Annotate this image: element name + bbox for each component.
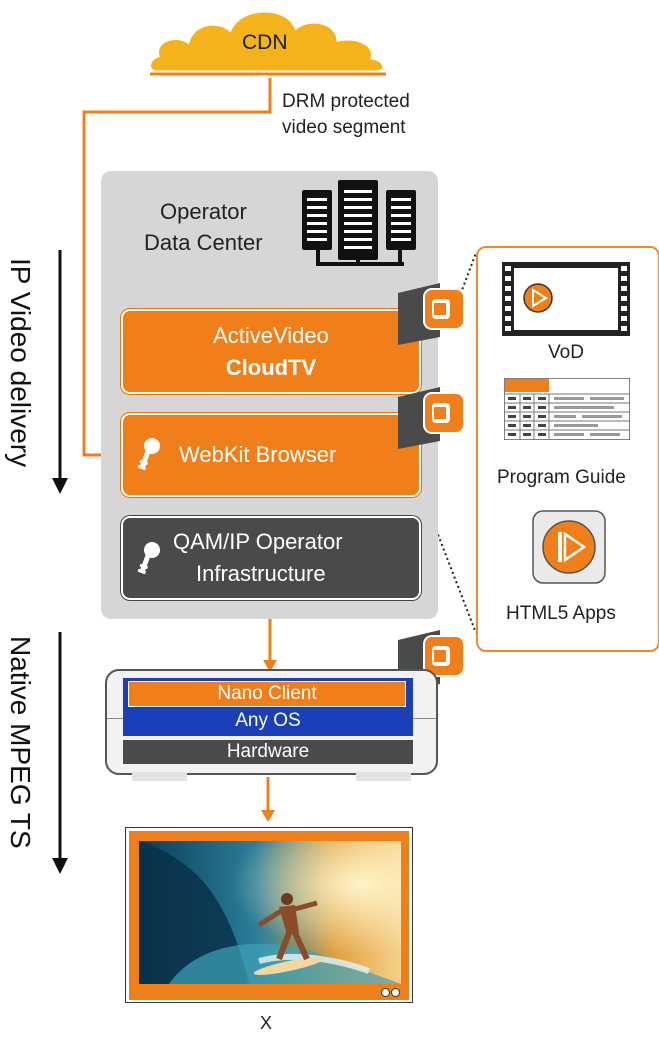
vod-label: VoD — [548, 342, 584, 363]
activevideo-label: ActiveVideo — [213, 323, 329, 348]
server-rack-icon — [302, 180, 416, 266]
program-guide-icon — [504, 378, 630, 440]
set-top-box-foot-right — [356, 772, 411, 781]
html5-app-icon — [532, 510, 606, 584]
qam-label-line1: QAM/IP Operator — [173, 529, 343, 554]
hardware-layer: Hardware — [123, 740, 413, 764]
cdn-cloud-icon — [148, 9, 386, 76]
tv-caption: X — [260, 1013, 273, 1033]
cloudtv-label: CloudTV — [225, 355, 317, 380]
nano-client-layer: Nano Client — [128, 681, 406, 707]
qam-label-line2: Infrastructure — [196, 561, 326, 586]
data-center-title-line1: Operator — [160, 199, 247, 224]
lock-connector-icon — [398, 283, 465, 345]
key-icon — [137, 438, 160, 471]
qam-infrastructure-box — [121, 516, 421, 600]
lock-connector-icon — [398, 387, 465, 449]
native-mpeg-ts-label: Native MPEG TS — [5, 636, 36, 849]
drm-label-line2: video segment — [282, 117, 406, 138]
cdn-label: CDN — [242, 31, 288, 54]
vod-film-icon — [502, 262, 630, 336]
tv-indicator-lights — [381, 988, 401, 997]
surfer-image — [139, 841, 401, 984]
program-guide-label: Program Guide — [497, 467, 626, 488]
ip-video-delivery-label: IP Video delivery — [5, 258, 36, 468]
set-top-box-foot-left — [132, 772, 187, 781]
any-os-label: Any OS — [235, 710, 301, 731]
drm-label-line1: DRM protected — [282, 91, 410, 112]
webkit-browser-box — [121, 413, 421, 497]
data-center-title-line2: Data Center — [144, 230, 263, 255]
cdn-to-webkit-line — [82, 78, 272, 457]
html5-apps-label: HTML5 Apps — [506, 603, 616, 624]
key-icon — [137, 542, 160, 575]
activevideo-cloudtv-box: ActiveVideo CloudTV — [121, 309, 421, 394]
webkit-label: WebKit Browser — [179, 442, 337, 467]
